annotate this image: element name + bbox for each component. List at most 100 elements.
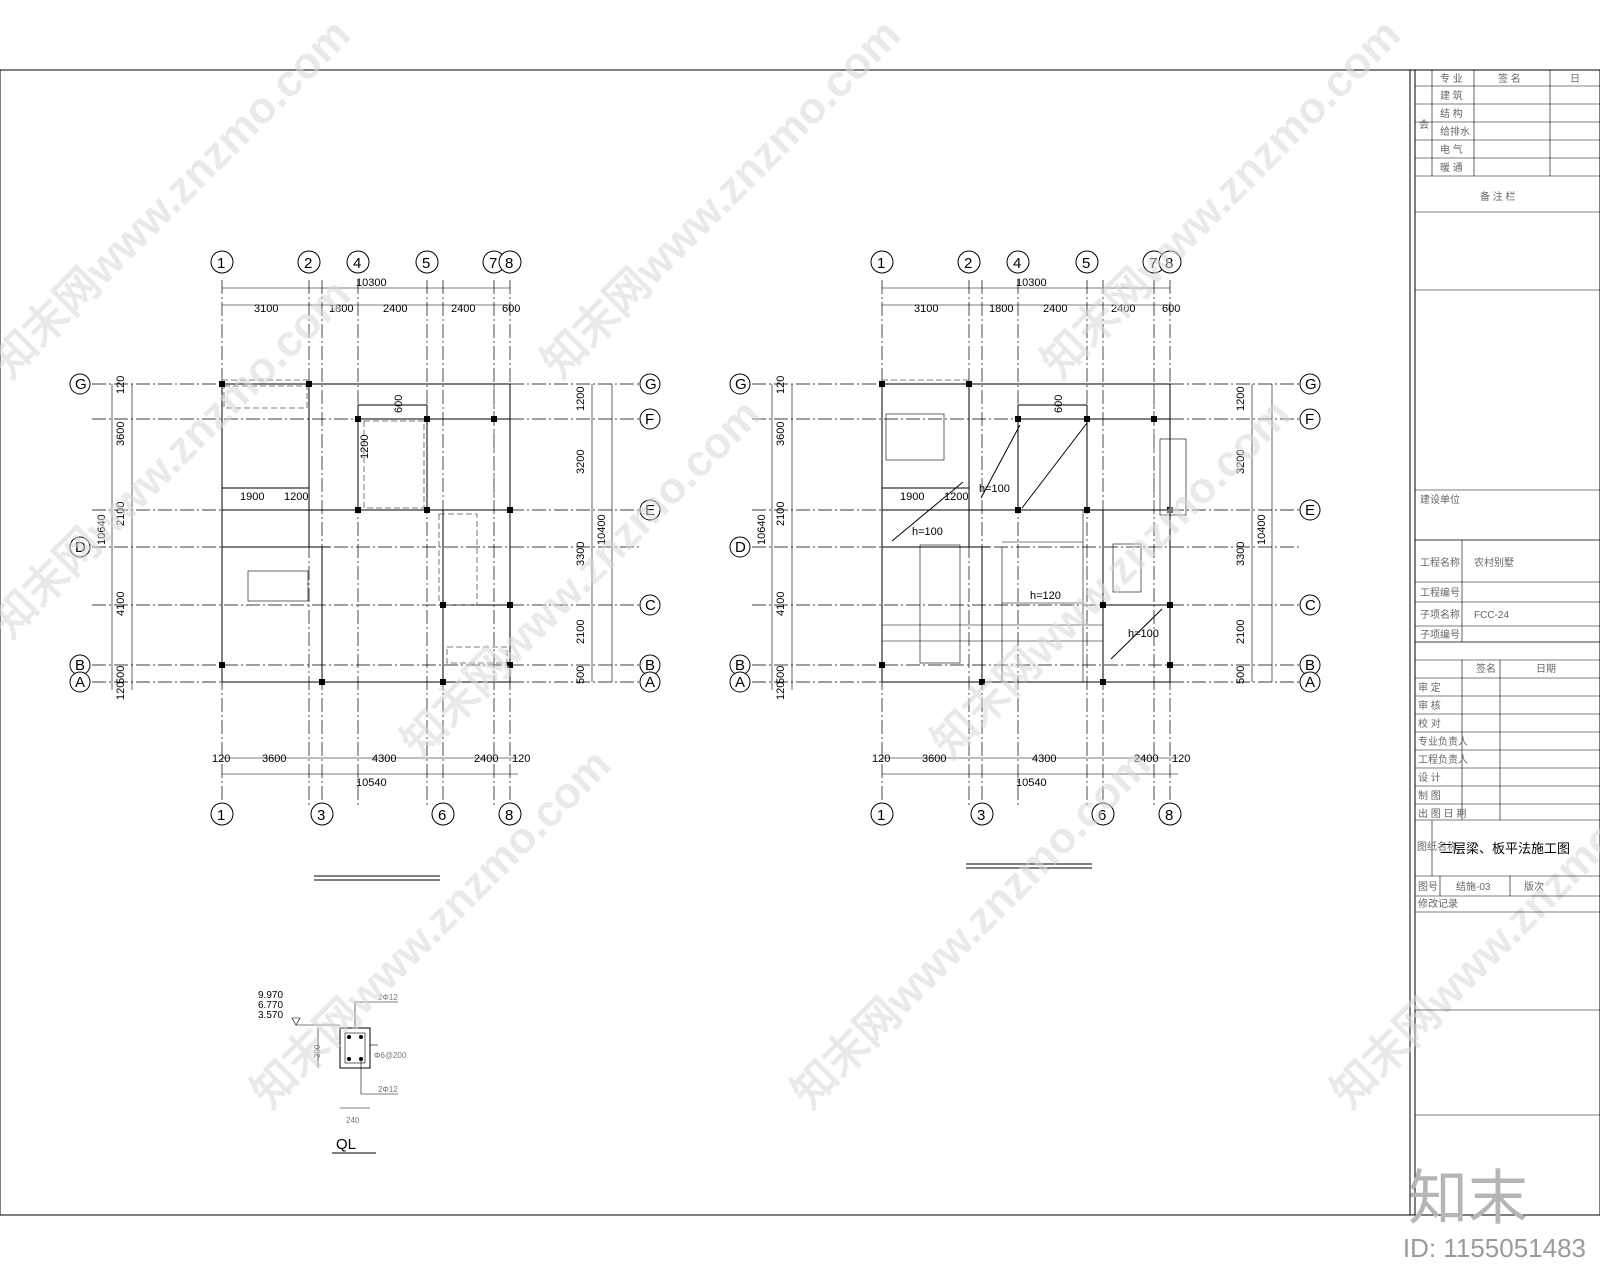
sign-row-label: 电 气 [1440,143,1463,156]
project-value: 农村别墅 [1474,556,1514,569]
axis-bubble-top [415,250,439,274]
ql-rebar [347,1057,351,1061]
axis-bubble-left [69,671,91,693]
staff-row-label: 专业负责人 [1418,735,1468,748]
dim-label: 120 [512,753,530,765]
dim-label: 500 [1235,666,1247,684]
sign-header: 专 业 [1440,72,1463,85]
dim-label: 3600 [115,422,127,446]
axis-bubble-top [1006,250,1030,274]
dim-label: 2100 [1235,620,1247,644]
outer-wall [881,383,1171,683]
column [507,507,513,513]
watermark-text: 知末网www.znzmo.com [922,390,1299,767]
axis-bubble-top [957,250,981,274]
dim-label: 10400 [596,514,608,545]
dim-label: 120 [115,376,127,394]
column [219,381,225,387]
dim-label: 1800 [989,303,1013,315]
ql-stirrup [344,1032,366,1064]
slab-panel [919,544,961,664]
staff-row-label: 制 图 [1418,789,1441,802]
outer-wall [221,383,511,683]
slab-diagonal [1021,422,1088,509]
axis-bubble-right [639,373,661,395]
axis-bubble-bottom [210,802,234,826]
column [507,602,513,608]
column [424,416,430,422]
axis-label-left: G [735,376,747,393]
column [1100,679,1106,685]
axis-label-bottom: 3 [977,807,985,824]
dim-label: 2400 [1134,753,1158,765]
staff-row-label: 出 图 日 期 [1418,807,1466,820]
axis-bubble-top [210,250,234,274]
watermark-text: 知末网www.znzmo.com [532,10,909,387]
axis-bubble-right [639,671,661,693]
axis-bubble-left [729,536,751,558]
column [319,679,325,685]
slab-thickness-label: h=100 [979,483,1010,495]
sheet-value: 结施-03 [1456,880,1491,893]
dim-300-label: 300 [313,1044,322,1058]
axis-label-bottom: 1 [217,807,225,824]
brand-logo: 知末 [1408,1164,1528,1234]
axis-label-bottom: 8 [505,807,513,824]
sign-header: 日 [1570,74,1580,85]
column [1100,602,1106,608]
dim-label: 3600 [922,753,946,765]
column [1084,416,1090,422]
dim-label: 120 [775,682,787,700]
column [440,602,446,608]
elevation-marker [291,1017,301,1026]
elevation-label: 3.570 [258,1010,283,1021]
column [1015,416,1021,422]
staff-header: 日期 [1536,663,1556,675]
dim-label: 1200 [359,435,371,459]
dim-label: 500 [115,666,127,684]
axis-label-top: 7 [1149,255,1157,272]
dim-label: 1200 [575,387,587,411]
dim-label: 3100 [914,303,938,315]
axis-label-right: E [645,502,655,519]
dim-label: 2400 [1111,303,1135,315]
axis-label-right: A [1305,674,1315,691]
axis-bubble-left [69,373,91,395]
column [1167,602,1173,608]
axis-label-bottom: 8 [1165,807,1173,824]
column [440,679,446,685]
dim-label: 10540 [356,777,387,789]
dim-label: 2400 [474,753,498,765]
staff-row-label: 校 对 [1418,717,1441,730]
dim-label: 3200 [575,450,587,474]
project-label: 工程名称 [1420,556,1460,569]
axis-bubble-top [346,250,370,274]
axis-bubble-bottom [870,802,894,826]
column [355,416,361,422]
axis-bubble-bottom [970,802,994,826]
axis-bubble-top [297,250,321,274]
dim-label: 4100 [115,592,127,616]
axis-label-top: 7 [489,255,497,272]
dim-label: 1800 [329,303,353,315]
sub-value: FCC-24 [1474,610,1509,621]
sign-row-label: 给排水 [1440,125,1470,138]
dim-label: 500 [775,666,787,684]
column [966,381,972,387]
watermark-text: 知末网www.znzmo.com [1032,10,1409,387]
version-label: 版次 [1524,880,1544,893]
dim-label: 2400 [451,303,475,315]
sub-no-label: 子项编号 [1420,628,1460,641]
staff-row-label: 设 计 [1418,771,1441,784]
elevation-label: 9.970 [258,990,283,1001]
axis-bubble-top [870,250,894,274]
axis-label-top: 4 [353,255,361,272]
watermark-text: 知末网www.znzmo.com [392,390,769,767]
dim-label: 600 [1162,303,1180,315]
dim-label: 600 [502,303,520,315]
axis-bubble-right [1299,671,1321,693]
axis-bubble-right [1299,594,1321,616]
axis-bubble-left [729,671,751,693]
axis-bubble-bottom [1158,802,1182,826]
